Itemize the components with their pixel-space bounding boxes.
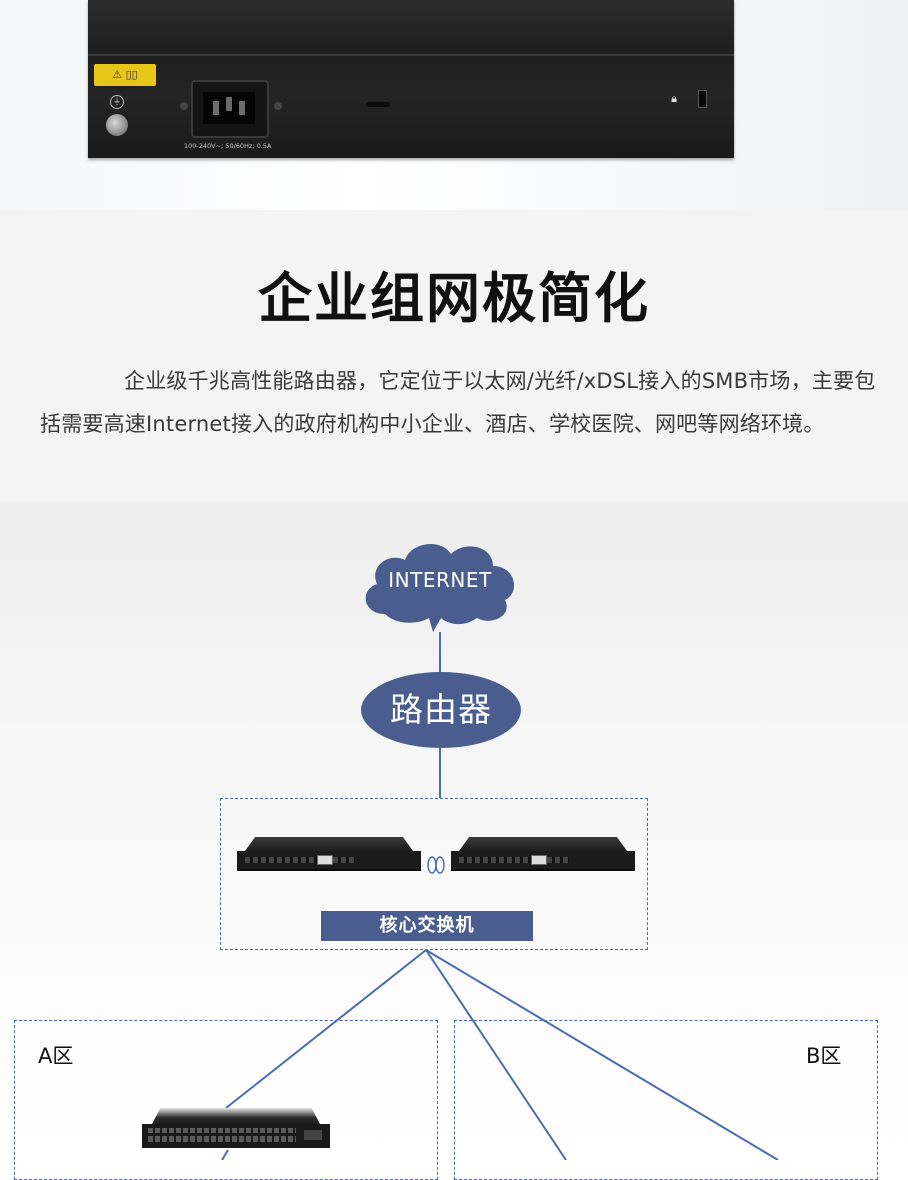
core-switch-label: 核心交换机 <box>321 911 533 941</box>
internet-cloud-icon <box>365 543 515 632</box>
stack-link-icon <box>427 856 445 874</box>
core-switch-icon <box>237 837 421 871</box>
connection-lines <box>221 632 779 1160</box>
zone-b-label: B区 <box>806 1044 842 1068</box>
link-core-zone-a <box>225 949 427 1109</box>
link-access-down <box>221 1149 229 1160</box>
intro-section: 企业组网极简化 企业级千兆高性能路由器，它定位于以太网/光纤/xDSL接入的SM… <box>0 210 908 502</box>
network-topology-diagram: INTERNET 路由器 核心交换机 A区 B区 <box>0 502 908 1180</box>
link-core-zone-b-1 <box>425 949 567 1160</box>
router-rear-panel: ⚠ ▯▯ ⏚ 100-240V~; 50/60Hz; 0.5A 🔒︎ <box>88 0 734 158</box>
vent-slot <box>366 102 390 107</box>
section-title: 企业组网极简化 <box>258 267 650 330</box>
internet-label: INTERNET <box>388 568 492 592</box>
power-rating-text: 100-240V~; 50/60Hz; 0.5A <box>184 142 272 150</box>
kensington-lock-icon: 🔒︎ <box>671 92 677 105</box>
ground-screw-icon <box>106 114 128 136</box>
ground-symbol-icon: ⏚ <box>110 95 124 109</box>
access-switch-icon <box>142 1108 330 1150</box>
zone-a-box <box>14 1020 438 1180</box>
warning-label-icon: ⚠ ▯▯ <box>94 64 156 86</box>
router-node: 路由器 <box>361 672 521 748</box>
core-switch-group: 核心交换机 <box>220 798 648 950</box>
screw-icon <box>274 102 282 110</box>
lock-slot <box>698 90 707 108</box>
section-description: 企业级千兆高性能路由器，它定位于以太网/光纤/xDSL接入的SMB市场，主要包括… <box>40 369 876 436</box>
power-socket-icon <box>191 80 269 138</box>
product-photo: ⚠ ▯▯ ⏚ 100-240V~; 50/60Hz; 0.5A 🔒︎ <box>0 0 908 210</box>
zone-a-label: A区 <box>38 1044 74 1068</box>
core-switch-icon <box>451 837 635 871</box>
link-core-zone-b-2 <box>425 949 779 1160</box>
screw-icon <box>180 102 188 110</box>
